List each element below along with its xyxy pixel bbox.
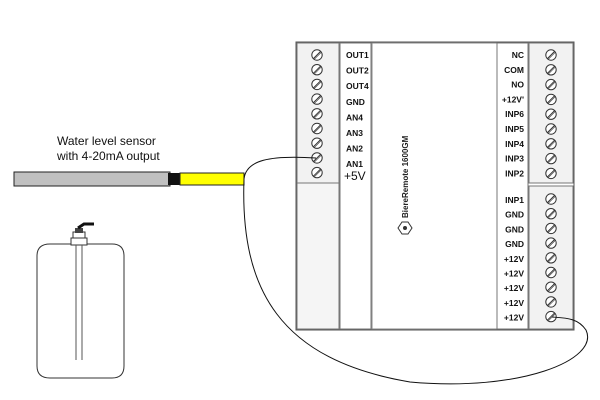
sensor-label-line1: Water level sensor (57, 134, 156, 148)
left-screw-column (311, 49, 323, 179)
water-level-sensor (13, 171, 245, 187)
device-logo-icon (397, 221, 413, 235)
screw-terminal-icon (311, 78, 323, 91)
screw-terminal-icon (545, 296, 557, 308)
right-label-column (496, 42, 529, 330)
screw-terminal-icon (545, 266, 557, 279)
pin-label: AN1 (346, 159, 363, 169)
pin-label: +12V (504, 269, 524, 279)
left-label-column (339, 42, 372, 330)
screw-terminal-icon (545, 152, 557, 165)
signal-wire-an1 (243, 156, 317, 180)
screw-terminal-icon (545, 310, 557, 323)
pin-label: GND (346, 97, 365, 107)
pin-label: COM (504, 65, 524, 75)
pin-label: AN2 (346, 144, 363, 154)
sensor-probe-body (13, 171, 171, 187)
screw-terminal-icon (545, 78, 557, 91)
pin-label: OUT4 (346, 81, 369, 91)
pin-label: INP6 (505, 109, 524, 119)
device-name: BiereRemote 1600GM (397, 135, 413, 235)
sensor-cable (179, 172, 245, 186)
screw-terminal-icon (311, 49, 323, 61)
screw-terminal-icon (545, 252, 557, 264)
screw-terminal-icon (545, 222, 557, 235)
screw-terminal-icon (311, 64, 323, 76)
screw-terminal-icon (545, 237, 557, 249)
pin-label: +12V (504, 283, 524, 293)
pin-label: +12V (504, 254, 524, 264)
pin-label: GND (505, 239, 524, 249)
pin-label: NO (511, 80, 524, 90)
screw-terminal-icon (545, 193, 557, 205)
power-wire-12v (243, 178, 589, 385)
screw-terminal-icon (545, 123, 557, 135)
power-label: +5V (344, 169, 366, 183)
screw-terminal-icon (311, 122, 323, 135)
screw-terminal-icon (545, 93, 557, 106)
pin-label: +12V (504, 313, 524, 323)
screw-terminal-icon (545, 49, 557, 61)
screw-terminal-icon (545, 208, 557, 220)
pin-label: OUT2 (346, 66, 369, 76)
screw-terminal-icon (311, 108, 323, 120)
pin-label: INP5 (505, 124, 524, 134)
pin-label: NC (512, 50, 524, 60)
sensor-cable-gland (168, 173, 180, 185)
pin-label: OUT1 (346, 50, 369, 60)
device-center (371, 42, 498, 330)
screw-terminal-icon (311, 93, 323, 105)
pin-label: INP1 (505, 195, 524, 205)
device-name-label: BiereRemote 1600GM (401, 135, 410, 218)
screw-terminal-icon (545, 167, 557, 180)
screw-terminal-icon (545, 64, 557, 76)
left-lower-panel (296, 182, 340, 330)
screw-terminal-icon (545, 138, 557, 150)
water-tank-icon (36, 222, 125, 379)
pin-label: INP4 (505, 139, 524, 149)
pin-label: GND (505, 224, 524, 234)
screw-terminal-icon (545, 281, 557, 293)
pin-label: AN4 (346, 112, 363, 122)
screw-terminal-icon (311, 166, 323, 179)
pin-label: INP3 (505, 154, 524, 164)
pin-label: GND (505, 210, 524, 220)
pin-label: +12V' (502, 94, 524, 104)
sensor-label-line2: with 4-20mA output (56, 149, 160, 163)
screw-terminal-icon (311, 137, 323, 149)
screw-terminal-icon (545, 108, 557, 120)
pin-label: AN3 (346, 128, 363, 138)
pin-label: +12V (504, 298, 524, 308)
pin-label: INP2 (505, 168, 524, 178)
